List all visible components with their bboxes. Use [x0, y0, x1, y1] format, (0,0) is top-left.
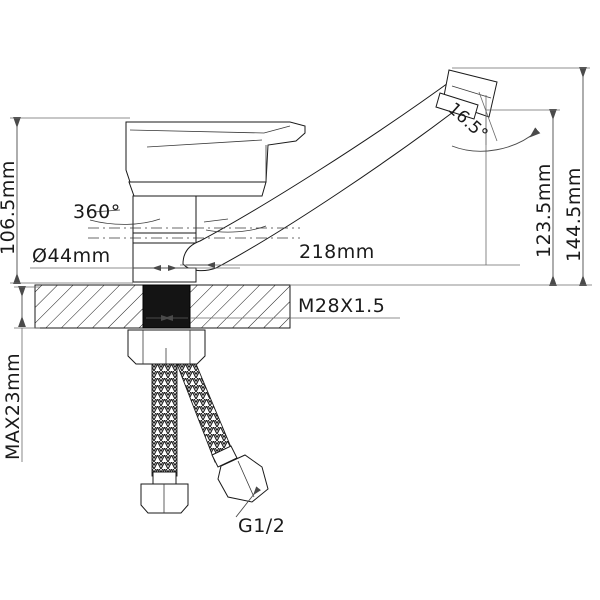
- hose-connector-straight: [140, 483, 189, 514]
- label-thread-m28: M28X1.5: [298, 295, 385, 317]
- dimension-height-123-5: 123.5mm: [486, 109, 560, 286]
- label-swivel-360: 360°: [73, 201, 121, 223]
- dimension-height-144-5: 144.5mm: [290, 67, 592, 286]
- label-hose-g12: G1/2: [238, 515, 285, 537]
- supply-hoses: [151, 363, 238, 485]
- countertop-section: [34, 284, 291, 329]
- handle-collar: [128, 181, 267, 197]
- lever-handle: [125, 121, 306, 183]
- mounting-nut: [127, 329, 206, 365]
- base-flange: [132, 267, 197, 283]
- label-deck-max23: MAX23mm: [2, 353, 24, 460]
- dimension-diameter-44: Ø44mm: [30, 245, 240, 271]
- dimension-hose-g12: G1/2: [235, 486, 285, 537]
- hose-straight: [151, 363, 178, 477]
- label-height-144-5: 144.5mm: [563, 167, 585, 262]
- threaded-shank: [142, 284, 191, 329]
- dimension-thread-m28: M28X1.5: [190, 295, 400, 319]
- dimension-deck-max23: MAX23mm: [2, 286, 40, 462]
- label-reach-218: 218mm: [299, 241, 375, 263]
- label-diameter-44: Ø44mm: [32, 245, 111, 267]
- faucet-assembly: [34, 69, 498, 514]
- swivel-indicator-ticks: [89, 209, 267, 233]
- dimension-height-106-5: 106.5mm: [0, 117, 133, 284]
- label-height-106-5: 106.5mm: [0, 160, 19, 255]
- label-height-123-5: 123.5mm: [533, 163, 555, 258]
- dimension-swivel-360: 360°: [73, 201, 121, 223]
